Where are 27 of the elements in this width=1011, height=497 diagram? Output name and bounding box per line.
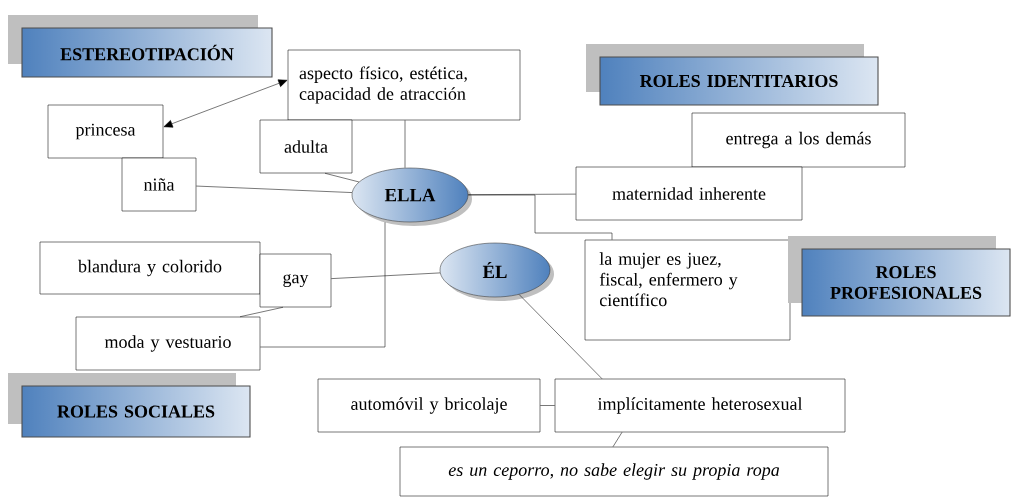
- text-box: gay: [259, 253, 332, 308]
- heading-box: ROLES PROFESIONALES: [788, 236, 1011, 317]
- text-box: adulta: [259, 119, 353, 174]
- heading-box: ROLES IDENTITARIOS: [586, 44, 879, 106]
- connector-line: [196, 185, 353, 193]
- text-box: entrega a los demás: [691, 112, 906, 168]
- connector-line: [540, 405, 555, 406]
- connector-line: [468, 194, 613, 240]
- connector-line: [518, 294, 603, 379]
- connector-line: [239, 307, 284, 317]
- connector-line: [404, 120, 406, 168]
- text-box: la mujer es juez, fiscal, enfermero y científico: [584, 239, 791, 341]
- node-label: ROLES SOCIALES: [57, 405, 215, 418]
- text-box: implícitamente heterosexual: [554, 378, 846, 433]
- text-box: princesa: [47, 104, 164, 159]
- text-box: automóvil y bricolaje: [317, 378, 541, 433]
- text-box: es un ceporro, no sabe elegir su propia ropa: [399, 446, 829, 497]
- text-box: moda y vestuario: [75, 316, 261, 371]
- connector-line: [612, 432, 623, 447]
- heading-box: ESTEREOTIPACIÓN: [8, 15, 273, 78]
- connector-line: [324, 173, 360, 183]
- text-box: maternidad inherente: [575, 166, 803, 221]
- connector-line: [163, 79, 288, 128]
- connector-line: [331, 272, 441, 279]
- connector-line: [260, 222, 386, 348]
- heading-box: ROLES SOCIALES: [8, 373, 251, 438]
- text-box: niña: [121, 157, 197, 212]
